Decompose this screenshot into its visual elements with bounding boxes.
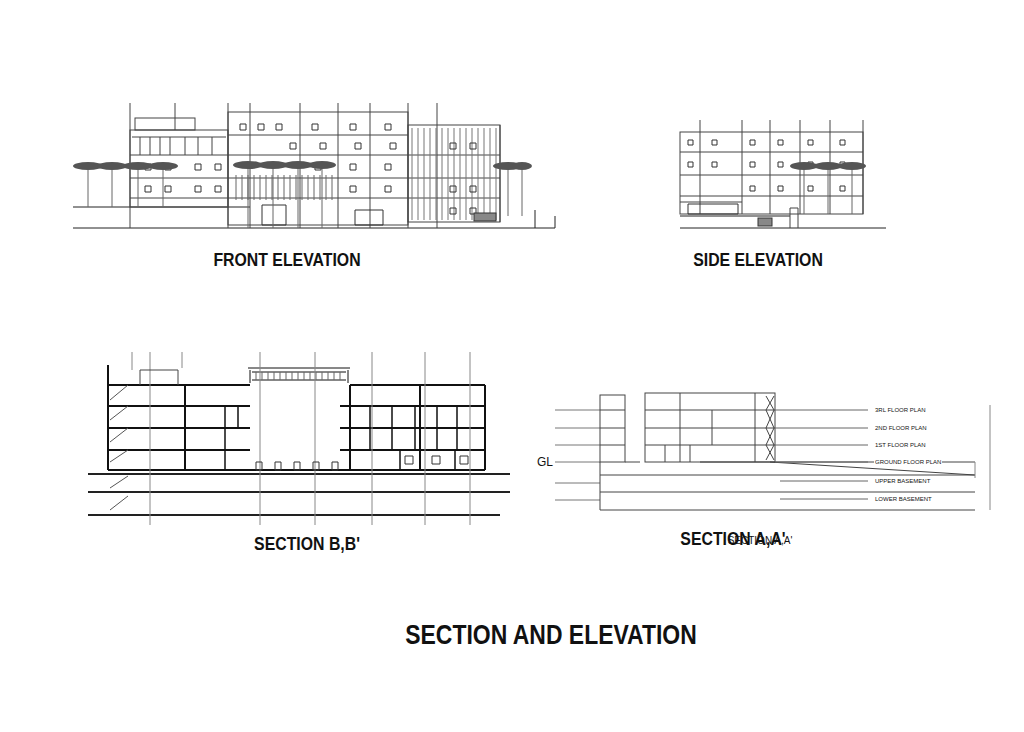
level-lines	[555, 410, 600, 500]
leader-lines	[775, 410, 868, 499]
building-outline	[680, 132, 863, 214]
view-title: FRONT ELEVATION	[213, 251, 360, 269]
section-aa	[555, 393, 990, 510]
view-title: SECTION B,B'	[254, 535, 360, 553]
palm-canopy	[148, 162, 178, 170]
basement	[600, 462, 975, 510]
roof-canopy	[248, 368, 350, 383]
palm-canopy	[838, 162, 866, 170]
glass-band	[132, 137, 226, 155]
ground-windows	[256, 456, 468, 470]
porch-slats	[236, 175, 332, 200]
level-label: GROUND FLOOR PLAN	[874, 459, 942, 465]
roof-grille	[256, 372, 340, 380]
columns	[130, 103, 500, 228]
floors	[600, 393, 775, 462]
floor-lines	[680, 152, 863, 202]
stair	[110, 385, 128, 510]
palm-trunks	[88, 169, 522, 228]
view-title: SIDE ELEVATION	[693, 251, 823, 269]
site-line	[975, 405, 990, 510]
ramp	[770, 462, 975, 475]
car	[758, 218, 772, 226]
palm-canopy	[790, 162, 818, 170]
ground-slabs	[88, 474, 510, 515]
side-elevation	[680, 120, 886, 228]
ground-line	[680, 216, 886, 228]
sheet-title: SECTION AND ELEVATION	[405, 622, 697, 649]
palm-trees	[790, 162, 866, 170]
penthouse	[135, 118, 195, 130]
palm-trunks	[804, 170, 852, 214]
ground-level-mark: GL	[537, 456, 553, 468]
gate	[790, 208, 798, 228]
palm-canopy	[308, 161, 336, 169]
front-elevation	[73, 103, 555, 228]
view-title-overlay: SECTION A,A'	[728, 536, 793, 546]
windows	[145, 124, 476, 225]
palm-trees	[73, 161, 532, 170]
windows	[688, 140, 845, 214]
outer-walls	[108, 365, 485, 470]
level-label: UPPER BASEMENT	[874, 478, 931, 484]
level-label: LOWER BASEMENT	[874, 496, 933, 502]
floor-lines	[130, 135, 500, 198]
facade-x	[766, 396, 774, 460]
section-bb	[88, 352, 510, 525]
car	[474, 213, 496, 221]
right-block	[408, 125, 500, 222]
level-label: 3RL FLOOR PLAN	[874, 407, 926, 413]
floor-slabs	[108, 385, 485, 470]
level-label: 1ST FLOOR PLAN	[874, 442, 927, 448]
facade-fins	[412, 128, 496, 220]
palm-canopy	[814, 162, 842, 170]
palm-canopy	[97, 162, 127, 170]
level-label: 2ND FLOOR PLAN	[874, 425, 928, 431]
palm-canopy	[512, 162, 532, 170]
grid-lines	[132, 352, 470, 525]
stair-tower	[140, 370, 178, 385]
